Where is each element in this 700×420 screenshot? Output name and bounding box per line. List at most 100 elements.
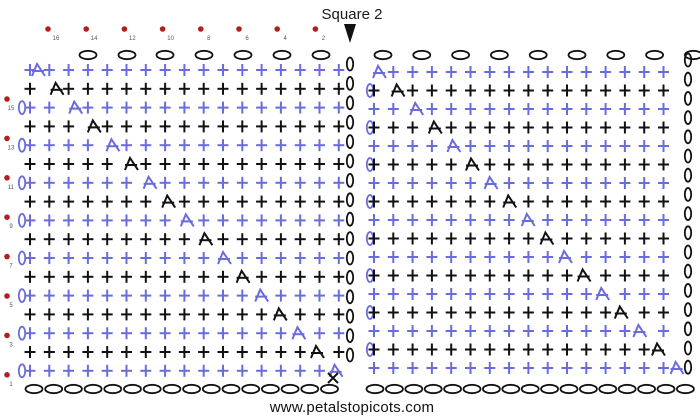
plus-icon <box>522 103 534 115</box>
plus-icon <box>522 343 534 356</box>
plus-icon <box>465 362 476 374</box>
chain-oval-icon <box>606 49 626 61</box>
plus-icon <box>561 343 573 356</box>
plus-icon <box>294 214 306 227</box>
plus-icon <box>387 269 399 282</box>
plus-icon <box>294 252 306 264</box>
plus-icon <box>407 343 419 356</box>
website-footer: www.petalstopicots.com <box>269 399 435 416</box>
decrease-icon <box>31 61 46 77</box>
plus-icon <box>561 269 573 282</box>
plus-icon <box>256 176 268 189</box>
chain-oval-icon <box>233 49 253 61</box>
chain-oval-icon <box>272 49 292 61</box>
plus-icon <box>484 103 496 115</box>
plus-icon <box>503 269 515 282</box>
plus-icon <box>159 252 171 264</box>
plus-icon <box>658 325 669 337</box>
plus-icon <box>140 233 152 246</box>
plus-icon <box>275 120 287 133</box>
plus-icon <box>140 158 152 170</box>
plus-icon <box>426 325 438 337</box>
plus-icon <box>101 364 113 377</box>
plus-icon <box>314 289 325 302</box>
plus-icon <box>368 325 380 337</box>
plus-icon <box>333 289 345 302</box>
plus-icon <box>159 364 171 377</box>
plus-icon <box>159 327 171 340</box>
plus-icon <box>256 101 268 114</box>
plus-icon <box>387 325 399 337</box>
plus-icon <box>63 214 75 227</box>
plus-icon <box>542 195 554 208</box>
decrease-icon <box>595 285 611 301</box>
plus-icon <box>368 121 380 134</box>
plus-icon <box>82 64 94 76</box>
plus-icon <box>445 269 457 282</box>
plus-icon <box>658 177 669 189</box>
plus-icon <box>580 288 592 300</box>
plus-icon <box>294 233 306 246</box>
plus-icon <box>159 101 171 114</box>
plus-icon <box>368 177 380 189</box>
plus-icon <box>522 177 534 189</box>
plus-icon <box>580 66 592 78</box>
plus-icon <box>24 308 36 321</box>
chain-oval-icon <box>155 49 175 61</box>
chain-oval-icon <box>44 383 64 395</box>
plus-icon <box>333 139 345 152</box>
plus-icon <box>275 176 287 189</box>
plus-icon <box>121 308 132 321</box>
plus-icon <box>63 233 75 246</box>
chain-oval-icon <box>489 49 509 61</box>
plus-icon <box>638 66 650 78</box>
row-number-label: 13 <box>8 145 15 151</box>
plus-icon <box>101 252 113 264</box>
plus-icon <box>101 176 113 189</box>
row-marker-dot <box>121 26 128 32</box>
plus-icon <box>638 103 650 115</box>
plus-icon <box>24 364 36 377</box>
plus-icon <box>159 346 171 358</box>
plus-icon <box>600 121 612 134</box>
plus-icon <box>600 140 612 152</box>
plus-icon <box>561 84 573 97</box>
plus-icon <box>82 101 94 114</box>
decrease-icon <box>105 137 121 152</box>
plus-icon <box>275 233 287 246</box>
plus-icon <box>294 82 306 95</box>
chain-oval-icon <box>280 383 300 395</box>
plus-icon <box>619 84 631 97</box>
chain-oval-icon <box>345 308 355 324</box>
chain-oval-icon <box>683 186 693 202</box>
chain-oval-icon <box>520 383 540 395</box>
chain-oval-icon <box>345 328 355 344</box>
plus-icon <box>178 308 190 321</box>
plus-icon <box>294 139 306 152</box>
plus-icon <box>638 84 650 97</box>
plus-icon <box>407 140 419 152</box>
plus-icon <box>368 343 380 356</box>
plus-icon <box>236 252 248 264</box>
plus-icon <box>294 346 306 358</box>
plus-icon <box>580 251 592 263</box>
plus-icon <box>121 346 132 358</box>
chain-oval-icon <box>17 250 27 266</box>
row-number-label: 8 <box>207 36 211 42</box>
decrease-icon <box>613 304 629 320</box>
plus-icon <box>178 195 190 208</box>
plus-icon <box>638 251 650 263</box>
decrease-icon <box>49 80 65 96</box>
chain-oval-icon <box>481 383 501 395</box>
plus-icon <box>24 101 36 114</box>
plus-icon <box>580 121 592 134</box>
plus-icon <box>465 306 476 319</box>
plus-icon <box>445 251 457 263</box>
plus-icon <box>658 232 669 245</box>
plus-icon <box>426 288 438 300</box>
decrease-icon <box>446 137 462 153</box>
plus-icon <box>314 176 325 189</box>
plus-icon <box>503 362 515 374</box>
down-arrow-icon <box>344 24 356 43</box>
plus-icon <box>658 140 669 152</box>
